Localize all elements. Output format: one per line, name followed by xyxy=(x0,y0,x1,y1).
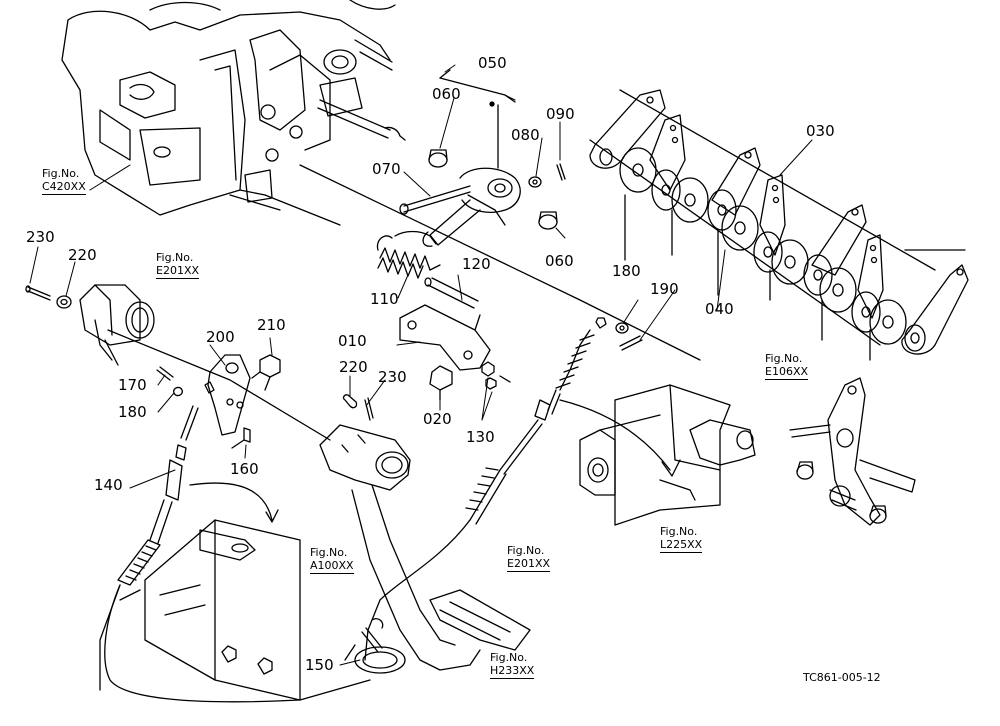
ref-code: E201XX xyxy=(156,263,200,277)
part-label-070: 070 xyxy=(372,160,401,178)
part-label-010: 010 xyxy=(338,332,367,350)
ref-label-e106: Fig.No. E106XX xyxy=(765,352,809,381)
ref-code: E201XX xyxy=(507,556,551,570)
part-label-200: 200 xyxy=(206,328,235,346)
plate-set-1 xyxy=(589,89,666,193)
clutch-cable-left xyxy=(99,405,371,703)
clutch-pedal xyxy=(319,394,531,671)
part-label-140: 140 xyxy=(94,476,123,494)
ref-code: E106XX xyxy=(765,364,809,378)
return-spring xyxy=(376,230,441,279)
plate-set-3 xyxy=(707,147,761,251)
part-label-080: 080 xyxy=(511,126,540,144)
ref-label-e201-lower: Fig.No. E201XX xyxy=(507,544,551,573)
ref-prefix: Fig.No. xyxy=(507,544,545,557)
plate-set-4 xyxy=(753,174,809,285)
linkage-assembly xyxy=(789,377,916,526)
ref-prefix: Fig.No. xyxy=(310,546,348,559)
bolt-and-nuts xyxy=(429,361,511,401)
transmission-housing xyxy=(61,0,406,226)
ref-prefix: Fig.No. xyxy=(490,651,528,664)
ref-code: L225XX xyxy=(660,537,703,551)
ref-prefix: Fig.No. xyxy=(765,352,803,365)
part-label-090: 090 xyxy=(546,105,575,123)
plate-set-6 xyxy=(851,234,907,345)
part-label-220-upper: 220 xyxy=(68,246,97,264)
ref-prefix: Fig.No. xyxy=(42,167,80,180)
clevis-pins xyxy=(156,366,183,397)
ref-code: H233XX xyxy=(490,663,535,677)
ref-label-l225: Fig.No. L225XX xyxy=(660,525,703,554)
part-label-180-left: 180 xyxy=(118,403,147,421)
part-label-020: 020 xyxy=(423,410,452,428)
mounting-bracket xyxy=(119,482,301,701)
plate-set-5 xyxy=(803,204,867,313)
ref-label-a100: Fig.No. A100XX xyxy=(310,546,354,575)
ref-label-c420: Fig.No. C420XX xyxy=(42,167,86,196)
ref-code: A100XX xyxy=(310,558,354,572)
part-label-050: 050 xyxy=(478,54,507,72)
pedal-bracket xyxy=(399,304,491,371)
part-label-150: 150 xyxy=(305,656,334,674)
part-label-230-upper: 230 xyxy=(26,228,55,246)
part-label-210: 210 xyxy=(257,316,286,334)
part-label-120: 120 xyxy=(462,255,491,273)
part-label-190: 190 xyxy=(650,280,679,298)
part-label-040: 040 xyxy=(705,300,734,318)
part-label-130: 130 xyxy=(466,428,495,446)
ref-label-e201-upper: Fig.No. E201XX xyxy=(156,251,200,280)
part-label-030: 030 xyxy=(806,122,835,140)
plate-set-2 xyxy=(649,114,709,223)
part-label-170: 170 xyxy=(118,376,147,394)
part-label-220-lower: 220 xyxy=(339,358,368,376)
part-label-060-lower: 060 xyxy=(545,252,574,270)
shim-plate-stack xyxy=(589,89,969,361)
document-code: TC861-005-12 xyxy=(803,671,881,684)
spring-rod xyxy=(424,277,479,309)
ref-code: C420XX xyxy=(42,179,86,193)
cable-clip xyxy=(344,618,406,674)
right-bracket xyxy=(559,384,756,526)
ref-label-h233: Fig.No. H233XX xyxy=(490,651,535,680)
clutch-lever xyxy=(204,354,281,449)
leader-lines xyxy=(29,64,813,666)
part-label-180-right: 180 xyxy=(612,262,641,280)
part-label-160: 160 xyxy=(230,460,259,478)
cross-shaft xyxy=(107,164,701,441)
plate-set-7 xyxy=(901,264,969,355)
part-label-110: 110 xyxy=(370,290,399,308)
left-bushing-bracket xyxy=(25,284,155,366)
part-label-060-upper: 060 xyxy=(432,85,461,103)
ref-prefix: Fig.No. xyxy=(660,525,698,538)
ref-prefix: Fig.No. xyxy=(156,251,194,264)
clutch-cable-right xyxy=(364,317,643,661)
lever-arm-assembly xyxy=(399,69,566,247)
part-label-230-lower: 230 xyxy=(378,368,407,386)
